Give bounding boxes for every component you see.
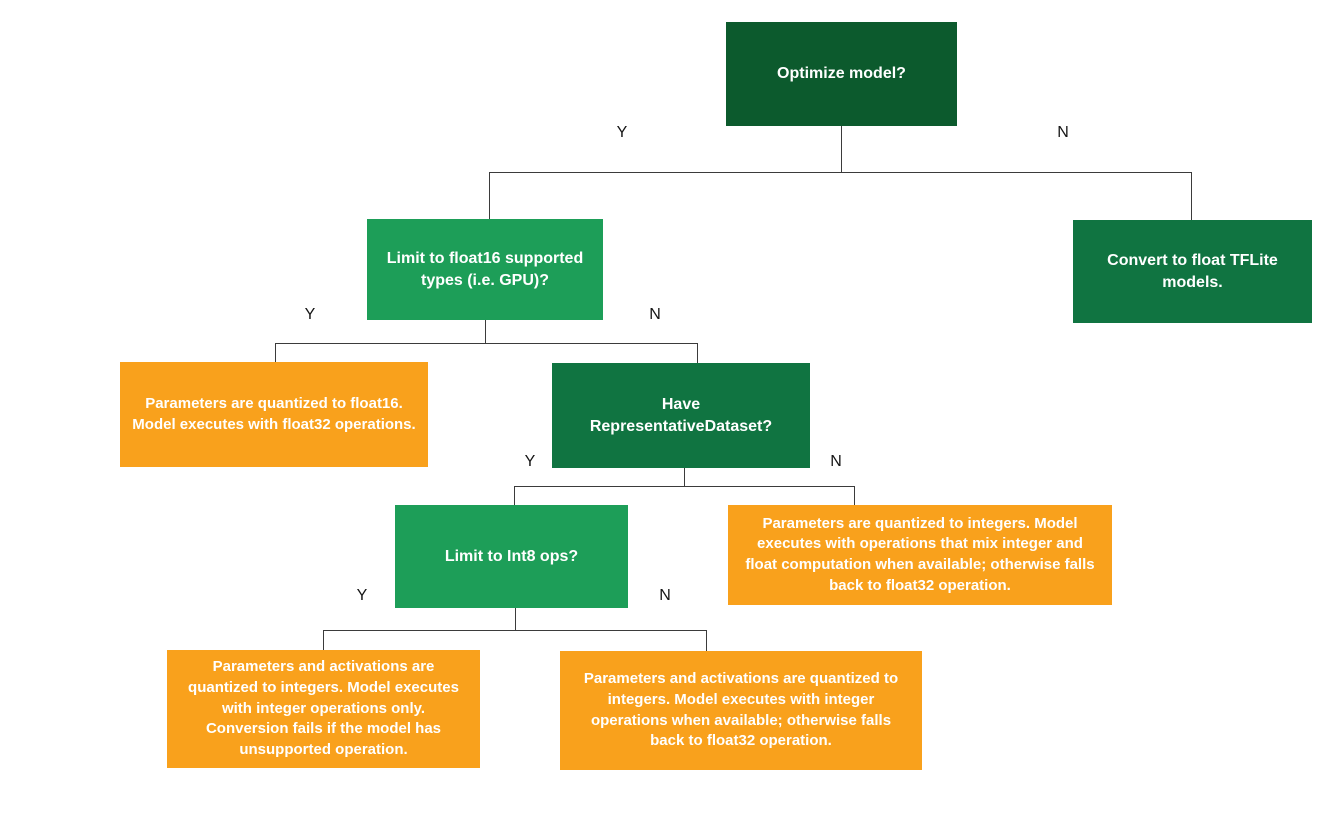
connector-line bbox=[275, 343, 276, 362]
node-convert-float-tflite: Convert to float TFLite models. bbox=[1073, 220, 1312, 323]
branch-label-yes: Y bbox=[356, 587, 368, 604]
connector-line bbox=[514, 486, 854, 487]
branch-label-yes: Y bbox=[304, 306, 316, 323]
node-label: Limit to float16 supported types (i.e. G… bbox=[386, 249, 584, 289]
connector-line bbox=[489, 172, 490, 219]
node-float16-result: Parameters are quantized to float16. Mod… bbox=[120, 362, 428, 467]
branch-label-no: N bbox=[649, 306, 661, 323]
node-have-representative-dataset: Have RepresentativeDataset? bbox=[552, 363, 810, 468]
node-optimize-model: Optimize model? bbox=[726, 22, 957, 126]
connector-line bbox=[854, 486, 855, 505]
node-label: Parameters and activations are quantized… bbox=[188, 658, 459, 759]
node-label: Parameters and activations are quantized… bbox=[583, 670, 899, 750]
connector-line bbox=[275, 343, 697, 344]
connector-line bbox=[1191, 172, 1192, 220]
connector-line bbox=[489, 172, 1191, 173]
node-label: Parameters are quantized to integers. Mo… bbox=[745, 514, 1095, 594]
branch-label-no: N bbox=[1057, 124, 1069, 141]
node-limit-int8-ops: Limit to Int8 ops? bbox=[395, 505, 628, 608]
branch-label-yes: Y bbox=[524, 453, 536, 470]
node-label: Optimize model? bbox=[777, 65, 906, 83]
connector-line bbox=[323, 630, 324, 650]
connector-line bbox=[697, 343, 698, 363]
connector-line bbox=[485, 320, 486, 343]
branch-label-no: N bbox=[659, 587, 671, 604]
connector-line bbox=[841, 126, 842, 172]
node-label: Parameters are quantized to float16. Mod… bbox=[132, 394, 416, 433]
node-integer-only-result: Parameters and activations are quantized… bbox=[167, 650, 480, 768]
connector-line bbox=[706, 630, 707, 651]
node-mixed-ops-result: Parameters are quantized to integers. Mo… bbox=[728, 505, 1112, 605]
connector-line bbox=[323, 630, 706, 631]
connector-line bbox=[514, 486, 515, 505]
node-label: Limit to Int8 ops? bbox=[444, 547, 579, 565]
node-label: Convert to float TFLite models. bbox=[1107, 251, 1278, 291]
branch-label-yes: Y bbox=[616, 124, 628, 141]
branch-label-no: N bbox=[830, 453, 842, 470]
node-integer-fallback-result: Parameters and activations are quantized… bbox=[560, 651, 922, 770]
connector-line bbox=[515, 608, 516, 630]
connector-line bbox=[684, 468, 685, 486]
node-limit-float16: Limit to float16 supported types (i.e. G… bbox=[367, 219, 603, 320]
node-label: Have RepresentativeDataset? bbox=[589, 395, 773, 435]
